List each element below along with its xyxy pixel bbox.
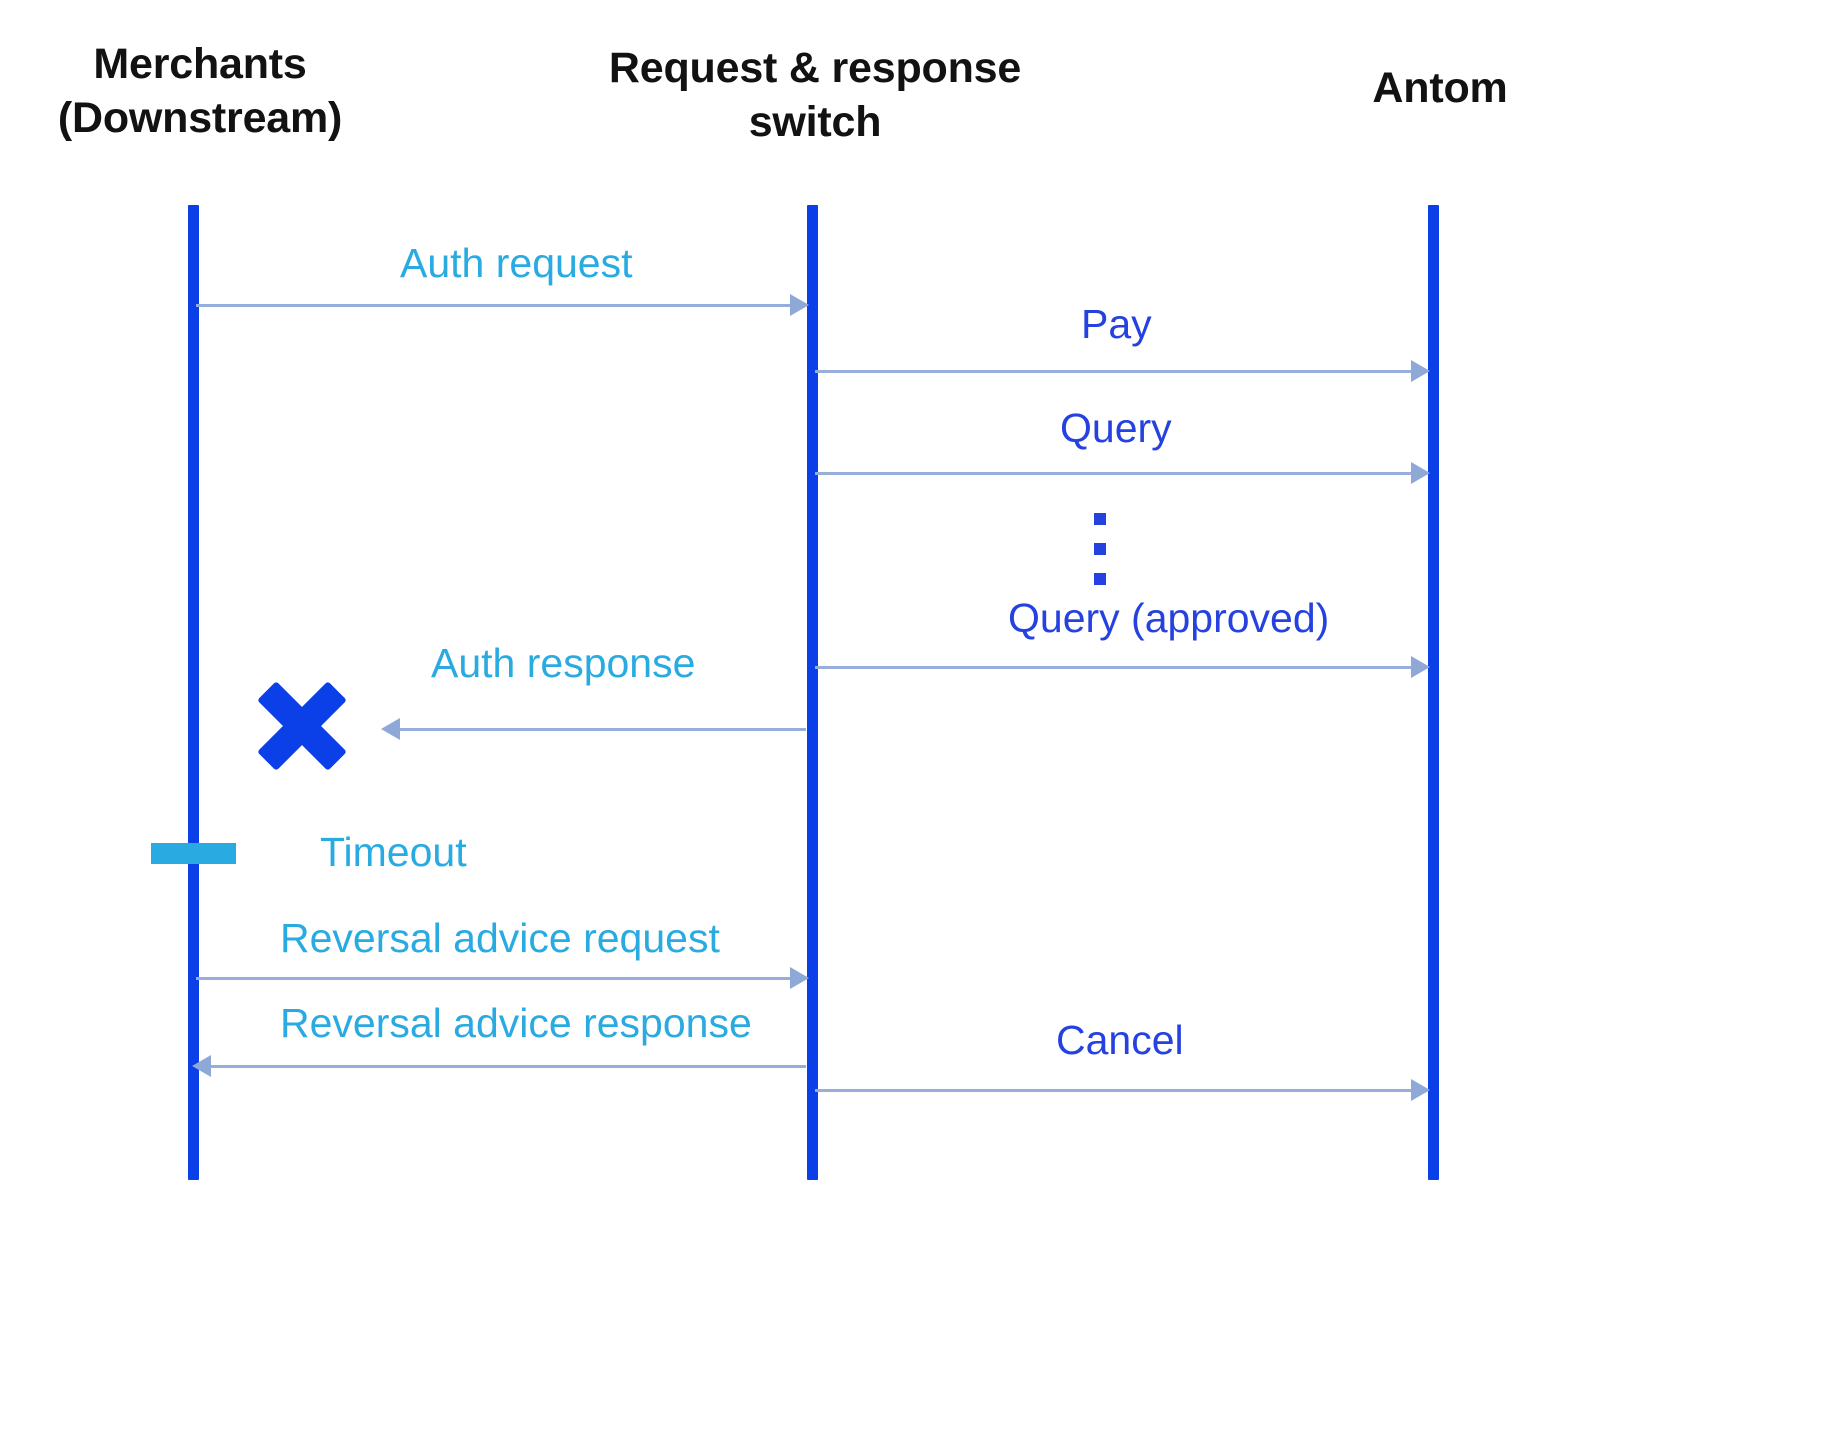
message-label-auth-request: Auth request <box>400 240 633 286</box>
arrowhead-auth-request <box>790 294 809 316</box>
x-mark-icon <box>257 681 347 771</box>
arrowhead-cancel <box>1411 1079 1430 1101</box>
message-label-timeout: Timeout <box>320 829 467 875</box>
message-line-query <box>815 472 1427 475</box>
message-line-pay <box>815 370 1427 373</box>
message-line-reversal-advice-request <box>196 977 806 980</box>
lifeline-switch <box>807 205 818 1180</box>
timeout-bar-icon <box>151 843 236 864</box>
message-label-reversal-advice-request: Reversal advice request <box>280 915 720 961</box>
message-label-auth-response: Auth response <box>431 640 696 686</box>
actor-header-antom: Antom <box>1372 64 1508 112</box>
message-label-reversal-advice-response: Reversal advice response <box>280 1000 752 1046</box>
arrowhead-reversal-advice-response <box>192 1055 211 1077</box>
message-label-cancel: Cancel <box>1056 1017 1184 1063</box>
message-line-auth-response <box>396 728 806 731</box>
arrowhead-auth-response <box>381 718 400 740</box>
arrowhead-reversal-advice-request <box>790 967 809 989</box>
message-label-query-approved: Query (approved) <box>1008 595 1330 641</box>
message-label-query: Query <box>1060 405 1172 451</box>
arrowhead-query-approved <box>1411 656 1430 678</box>
arrowhead-pay <box>1411 360 1430 382</box>
message-line-auth-request <box>196 304 806 307</box>
vertical-ellipsis-icon <box>1094 513 1106 585</box>
message-line-reversal-advice-response <box>196 1065 806 1068</box>
message-label-pay: Pay <box>1081 301 1152 347</box>
actor-header-switch: Request & response switch <box>608 44 1022 146</box>
lifeline-merchants <box>188 205 199 1180</box>
arrowhead-query <box>1411 462 1430 484</box>
lifeline-antom <box>1428 205 1439 1180</box>
message-line-query-approved <box>815 666 1427 669</box>
message-line-cancel <box>815 1089 1427 1092</box>
actor-header-merchants: Merchants (Downstream) <box>57 40 343 142</box>
